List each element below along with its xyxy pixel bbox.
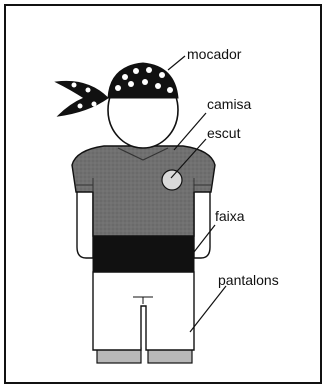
label-mocador: mocador — [187, 46, 241, 62]
sash — [93, 236, 194, 272]
label-escut: escut — [207, 125, 240, 141]
label-pantalons: pantalons — [218, 272, 279, 288]
badge — [162, 170, 182, 190]
trousers — [93, 272, 194, 350]
shirt — [72, 146, 215, 236]
label-faixa: faixa — [215, 208, 245, 224]
label-camisa: camisa — [207, 96, 251, 112]
